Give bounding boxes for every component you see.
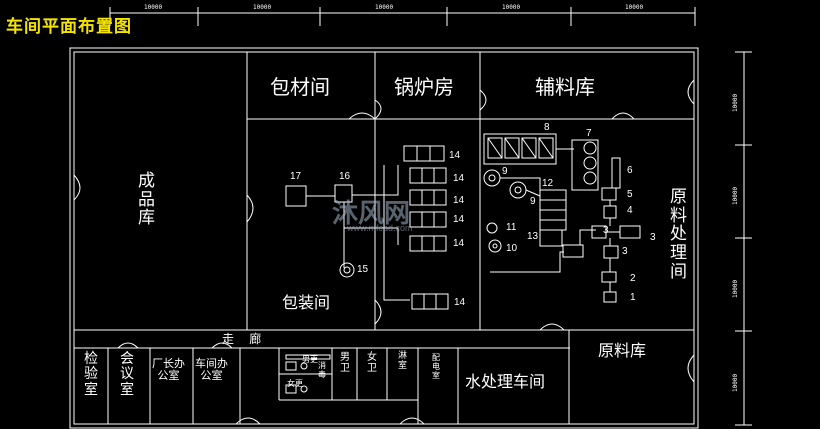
equip-3b: 3 bbox=[650, 232, 656, 243]
equip-10: 10 bbox=[506, 243, 518, 254]
room-factory-office: 厂长办 公室 bbox=[152, 357, 185, 383]
dim-right-1: 10000 bbox=[732, 93, 739, 112]
room-meeting: 会 议 室 bbox=[120, 351, 134, 398]
equip-17: 17 bbox=[290, 171, 302, 182]
equip-14b: 14 bbox=[453, 173, 465, 184]
room-raw-storage: 原料库 bbox=[598, 341, 647, 360]
room-female-wc: 女 卫 bbox=[367, 352, 377, 374]
equip-2: 2 bbox=[630, 273, 636, 284]
equip-3c: 3 bbox=[622, 246, 628, 257]
equip-12: 12 bbox=[542, 178, 554, 189]
watermark-logo: 沐风网 bbox=[332, 199, 411, 229]
room-packing: 包装间 bbox=[282, 293, 331, 312]
dim-right-4: 10000 bbox=[732, 373, 739, 392]
dim-top-3: 10000 bbox=[375, 4, 394, 11]
equip-16: 16 bbox=[339, 171, 351, 182]
dim-top-2: 10000 bbox=[253, 4, 272, 11]
watermark-url: www.mfcad.com bbox=[347, 223, 413, 233]
room-raw-processing: 原 料 处 理 间 bbox=[670, 187, 687, 282]
equip-15: 15 bbox=[357, 264, 369, 275]
room-water-treatment: 水处理车间 bbox=[465, 372, 546, 391]
room-power: 配 电 室 bbox=[432, 353, 440, 380]
room-packing-material: 包材间 bbox=[270, 75, 330, 99]
room-inspection: 检 验 室 bbox=[84, 351, 98, 398]
equip-14c: 14 bbox=[453, 195, 465, 206]
equip-4: 4 bbox=[627, 205, 633, 216]
equip-9a: 9 bbox=[502, 166, 508, 177]
dim-top-1: 10000 bbox=[144, 4, 163, 11]
room-female-change: 女更 bbox=[287, 379, 303, 388]
room-male-wc: 男 卫 bbox=[340, 352, 350, 374]
room-finished-goods: 成 品 库 bbox=[138, 171, 155, 229]
equip-11: 11 bbox=[506, 222, 517, 233]
room-auxiliary: 辅料库 bbox=[535, 75, 595, 99]
room-disinfect: 消 毒 bbox=[318, 361, 326, 379]
dim-right-3: 10000 bbox=[732, 279, 739, 298]
room-shower: 淋 室 bbox=[398, 351, 408, 371]
equip-7: 7 bbox=[586, 128, 592, 139]
equip-6: 6 bbox=[627, 165, 633, 176]
corridor-label: 走 廊 bbox=[222, 332, 262, 346]
equip-1: 1 bbox=[630, 292, 636, 303]
equip-14a: 14 bbox=[449, 150, 461, 161]
equip-9b: 9 bbox=[530, 196, 536, 207]
room-male-change: 男更 bbox=[302, 355, 318, 364]
equip-14e: 14 bbox=[453, 238, 465, 249]
room-workshop-office: 车间办 公室 bbox=[195, 357, 228, 383]
dim-top-4: 10000 bbox=[502, 4, 521, 11]
equip-14d: 14 bbox=[453, 214, 465, 225]
equip-13: 13 bbox=[527, 231, 539, 242]
equip-8: 8 bbox=[544, 122, 550, 133]
dim-right-2: 10000 bbox=[732, 186, 739, 205]
equip-14f: 14 bbox=[454, 297, 466, 308]
drawing-title: 车间平面布置图 bbox=[6, 17, 132, 37]
equip-5: 5 bbox=[627, 189, 633, 200]
room-boiler: 锅炉房 bbox=[394, 75, 454, 99]
equip-3a: 3 bbox=[603, 225, 609, 236]
dim-top-5: 10000 bbox=[625, 4, 644, 11]
